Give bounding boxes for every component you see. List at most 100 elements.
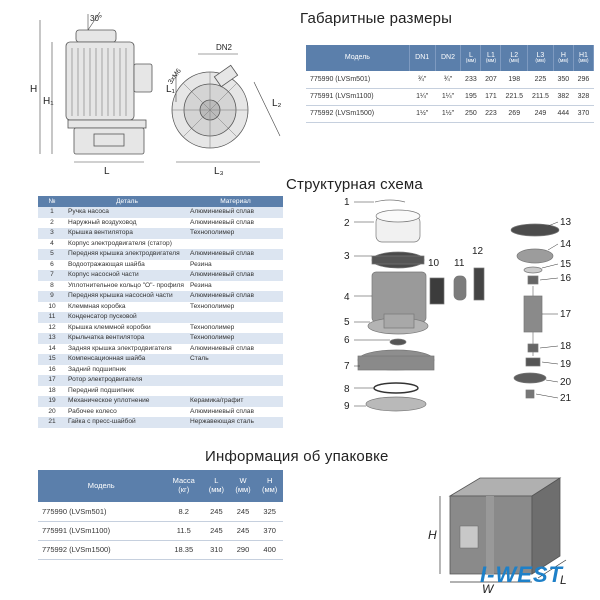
parts-cell: 2 [38, 217, 66, 228]
parts-cell: 20 [38, 406, 66, 417]
parts-cell: Клеммная коробка [66, 301, 188, 312]
pack-header-unit: (кг) [178, 485, 190, 494]
dim-header-0: Модель [306, 45, 410, 71]
parts-cell: 6 [38, 259, 66, 270]
dim-cell: 223 [480, 105, 501, 123]
scheme-number-13: 13 [560, 217, 572, 228]
brand-logo: I-WEST [480, 562, 563, 587]
scheme-number-12: 12 [472, 246, 484, 257]
h1-label: H₁ [43, 96, 54, 107]
scheme-number-20: 20 [560, 377, 572, 388]
pack-cell: 18.35 [164, 540, 204, 560]
dim-header-unit: (мм) [578, 58, 589, 65]
parts-cell: 14 [38, 343, 66, 354]
parts-cell: Передняя крышка насосной части [66, 291, 188, 302]
dim-cell: 296 [573, 71, 594, 89]
dim-cell: 1¼" [435, 88, 461, 106]
scheme-number-10: 10 [428, 258, 440, 269]
dim-header-8: H1(мм) [573, 45, 595, 71]
dim-cell: ¾" [409, 71, 436, 89]
parts-cell: Задняя крышка электродвигателя [66, 343, 188, 354]
dim-cell: 775992 (LVSm1500) [306, 105, 410, 123]
dim-cell: 382 [553, 88, 574, 106]
parts-cell: 17 [38, 375, 66, 386]
parts-cell: Ручка насоса [66, 207, 188, 218]
thread-label: 3xM6 [167, 68, 183, 86]
dim-header-unit: (мм) [535, 58, 546, 65]
dim-cell: 1½" [409, 105, 436, 123]
parts-cell: Рабочее колесо [66, 406, 188, 417]
dim-cell: 350 [553, 71, 574, 89]
parts-header-0: № [38, 196, 66, 207]
dim-header-3: L(мм) [460, 45, 482, 71]
dim-cell: ¾" [435, 71, 461, 89]
parts-cell: 13 [38, 333, 66, 344]
parts-cell: Крышка вентилятора [66, 228, 188, 239]
parts-cell [188, 375, 283, 386]
parts-cell: Гайка с пресс-шайбой [66, 417, 188, 428]
pack-header-unit: (мм) [262, 485, 278, 494]
pack-cell: 245 [203, 502, 230, 522]
dim-cell: 211.5 [527, 88, 554, 106]
pack-cell: 775990 (LVSm501) [38, 502, 165, 522]
dim-cell: 328 [573, 88, 594, 106]
scheme-number-7: 7 [344, 361, 350, 372]
dim-header-label: DN1 [415, 54, 430, 62]
parts-cell: 15 [38, 354, 66, 365]
dim-cell: 269 [500, 105, 528, 123]
pack-header-unit: (мм) [208, 485, 225, 494]
parts-cell: Технополимер [188, 333, 283, 344]
dim-cell: 207 [480, 71, 501, 89]
dim-header-unit: (мм) [509, 58, 520, 65]
parts-cell: Резина [188, 280, 283, 291]
scheme-number-21: 21 [560, 393, 572, 404]
dim-header-4: L1(мм) [480, 45, 502, 71]
l1-label: L₁ [166, 84, 176, 95]
pack-header-2: L(мм) [203, 470, 230, 502]
dim-header-unit: (мм) [465, 58, 476, 65]
dim-header-label: H [560, 51, 566, 59]
parts-cell: Алюминиевый сплав [188, 207, 283, 218]
parts-cell: 16 [38, 364, 66, 375]
pack-cell: 245 [203, 521, 230, 541]
pack-header-3: W(мм) [229, 470, 257, 502]
parts-header-1: Деталь [66, 196, 188, 207]
scheme-number-11: 11 [454, 258, 465, 269]
parts-cell: Алюминиевый сплав [188, 406, 283, 417]
pack-header-label: Масса [172, 476, 195, 486]
parts-cell: 8 [38, 280, 66, 291]
scheme-number-14: 14 [560, 239, 572, 250]
l-label: L [104, 166, 110, 177]
dim-cell: 250 [460, 105, 481, 123]
parts-cell: Крышка клеммной коробки [66, 322, 188, 333]
dim-cell: 370 [573, 105, 594, 123]
pump-dimension-drawing: 30° H H₁ L DN2 3xM6 L₁ L₂ L₃ [30, 12, 282, 177]
l2-label: L₂ [272, 98, 282, 109]
pack-header-label: Модель [87, 480, 115, 490]
parts-cell: 10 [38, 301, 66, 312]
parts-cell: Технополимер [188, 228, 283, 239]
dim-header-5: L2(мм) [500, 45, 529, 71]
parts-cell: Передняя крышка электродвигателя [66, 249, 188, 260]
parts-cell: Крыльчатка вентилятора [66, 333, 188, 344]
parts-cell: Алюминиевый сплав [188, 249, 283, 260]
parts-cell: Керамика/графит [188, 396, 283, 407]
parts-cell: 7 [38, 270, 66, 281]
parts-cell: Алюминиевый сплав [188, 270, 283, 281]
pack-cell: 290 [229, 540, 257, 560]
